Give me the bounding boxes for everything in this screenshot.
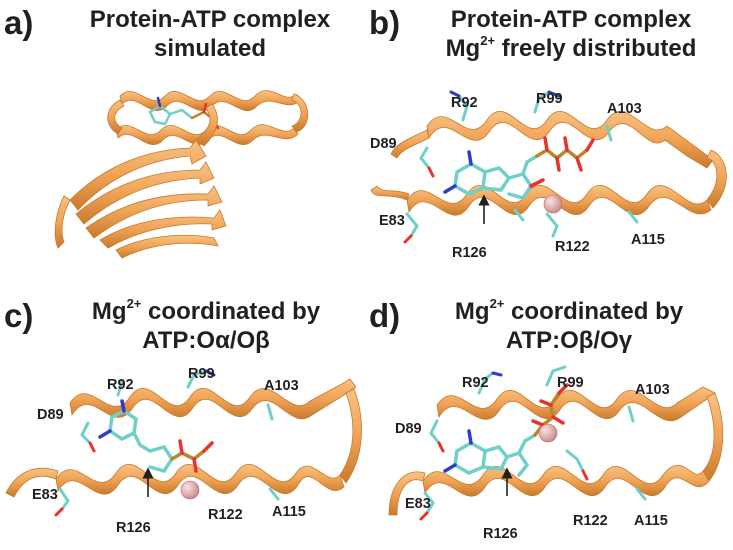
panel-title: Protein-ATP complex simulated [70, 5, 350, 63]
residue-label-d89: D89 [395, 421, 422, 437]
residue-label-r122: R122 [555, 239, 590, 255]
residue-label-r99: R99 [557, 375, 584, 391]
panel-c: c) Mg2+ coordinated by ATP:Oα/Oβ R92 R99… [0, 275, 366, 550]
residue-label-d89: D89 [370, 136, 397, 152]
residue-label-r99: R99 [188, 366, 215, 382]
residue-label-r122: R122 [208, 507, 243, 523]
title-line-2: Mg2+ freely distributed [445, 33, 697, 62]
residue-label-e83: E83 [379, 213, 405, 229]
residue-label-a103: A103 [635, 382, 670, 398]
residue-label-r122: R122 [573, 513, 608, 529]
title-line-1: Mg2+ coordinated by [91, 296, 321, 325]
residue-label-a115: A115 [634, 513, 668, 529]
panel-d: d) Mg2+ coordinated by ATP:Oβ/Oγ R92 R99… [367, 275, 733, 550]
magnesium-ion [543, 194, 563, 214]
panel-title: Protein-ATP complex Mg2+ freely distribu… [411, 5, 731, 63]
residue-label-a103: A103 [607, 101, 642, 117]
residue-label-r126: R126 [483, 526, 518, 542]
panel-a: a) Protein-ATP complex simulated [0, 0, 366, 275]
protein-structure-closeup [370, 90, 727, 244]
magnesium-ion [538, 423, 558, 443]
protein-structure-closeup [388, 365, 724, 521]
residue-label-r92: R92 [107, 377, 134, 393]
panel-title: Mg2+ coordinated by ATP:Oβ/Oγ [413, 297, 725, 355]
panel-title: Mg2+ coordinated by ATP:Oα/Oβ [50, 297, 362, 355]
residue-label-r99: R99 [536, 91, 563, 107]
residue-label-a115: A115 [272, 504, 306, 520]
residue-label-r92: R92 [451, 95, 478, 111]
residue-label-d89: D89 [37, 407, 64, 423]
magnesium-ion [180, 480, 200, 500]
residue-label-r126: R126 [452, 245, 487, 261]
panel-letter: a) [4, 4, 34, 41]
panel-b: b) Protein-ATP complex Mg2+ freely distr… [367, 0, 733, 275]
residue-label-a103: A103 [264, 378, 299, 394]
protein-structure-closeup [5, 369, 362, 517]
panel-letter: c) [4, 297, 34, 334]
title-line-1: Protein-ATP complex [450, 6, 692, 33]
residue-label-r92: R92 [462, 375, 489, 391]
residue-label-r126: R126 [116, 520, 151, 536]
title-line-2: simulated [153, 35, 267, 62]
panel-letter: d) [369, 297, 401, 334]
title-line-2: ATP:Oα/Oβ [142, 327, 270, 354]
title-line-2: ATP:Oβ/Oγ [505, 327, 633, 354]
title-line-1: Protein-ATP complex [89, 6, 331, 33]
panel-letter: b) [369, 4, 401, 41]
residue-label-a115: A115 [631, 232, 665, 248]
residue-label-e83: E83 [405, 496, 431, 512]
protein-structure-full [54, 90, 309, 259]
title-line-1: Mg2+ coordinated by [454, 296, 684, 325]
residue-label-e83: E83 [32, 487, 58, 503]
